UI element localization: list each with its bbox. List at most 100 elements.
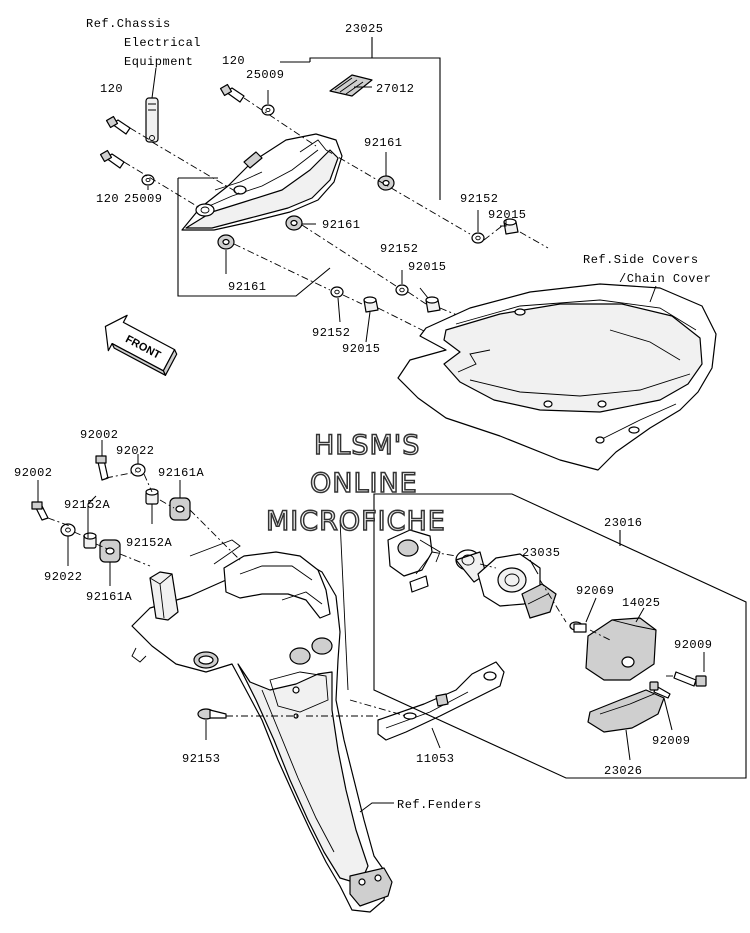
label-92015-b: 92015 <box>408 260 447 274</box>
line-a <box>151 141 241 195</box>
fender-group <box>31 440 505 913</box>
front-arrow: FRONT <box>104 314 178 376</box>
label-92153: 92153 <box>182 752 221 766</box>
washer-25009-upper[interactable] <box>261 104 275 116</box>
washer-92022-a[interactable] <box>130 463 146 477</box>
collar-92152-c[interactable] <box>330 286 344 298</box>
tail-cover-23025[interactable] <box>181 133 343 231</box>
label-11053: 11053 <box>416 752 455 766</box>
connector-plug[interactable] <box>145 97 159 143</box>
leader-fenders <box>359 802 394 813</box>
clip-piece[interactable] <box>521 583 557 619</box>
label-120-mid: 120 <box>100 82 123 96</box>
ref-fenders: Ref.Fenders <box>397 798 482 812</box>
watermark-line-1: HLSM'S <box>314 430 420 461</box>
leader-92152Aa <box>87 495 97 538</box>
bracket-line-b <box>339 519 349 691</box>
leader-92015c <box>365 311 371 343</box>
socket-housing[interactable] <box>387 529 441 593</box>
watermark: HLSM'S ONLINE MICROFICHE <box>265 429 445 538</box>
label-92022-b: 92022 <box>44 570 83 584</box>
label-92161A-b: 92161A <box>86 590 133 604</box>
ref-side-covers-line-2: /Chain Cover <box>619 272 711 286</box>
nut-92015-a[interactable] <box>503 218 519 235</box>
screw-92002-b[interactable] <box>31 501 49 521</box>
label-92015-c: 92015 <box>342 342 381 356</box>
label-25009-upper: 25009 <box>246 68 285 82</box>
label-92022-a: 92022 <box>116 444 155 458</box>
label-23026: 23026 <box>604 764 643 778</box>
line-e <box>325 149 549 249</box>
line-i <box>105 471 241 561</box>
bracket-23016 <box>373 493 747 779</box>
ref-side-covers-line-1: Ref.Side Covers <box>583 253 699 267</box>
label-92002-b: 92002 <box>14 466 53 480</box>
leader-side-covers <box>649 285 657 303</box>
bolt-120-upper[interactable] <box>219 83 245 103</box>
leader-23035 <box>529 559 539 575</box>
leader-92015a <box>500 220 507 227</box>
label-92152A-a: 92152A <box>64 498 111 512</box>
rear-fender <box>131 551 393 913</box>
leader-11053 <box>431 727 441 749</box>
label-92161-c: 92161 <box>228 280 267 294</box>
label-92161-b: 92161 <box>322 218 361 232</box>
label-92069: 92069 <box>576 584 615 598</box>
license-bracket-11053[interactable] <box>377 661 505 741</box>
label-23025: 23025 <box>345 22 384 36</box>
washer-25009-low[interactable] <box>141 174 155 186</box>
label-92161A-a: 92161A <box>158 466 205 480</box>
leader-92152c <box>337 297 341 323</box>
label-92009-a: 92009 <box>674 638 713 652</box>
leader-23026 <box>625 729 631 761</box>
ref-chassis-line-2: Electrical <box>124 36 201 50</box>
collar-92152-b[interactable] <box>395 284 409 296</box>
grommet-92161-c[interactable] <box>217 234 235 250</box>
side-cover-reference <box>397 283 717 471</box>
line-h <box>47 517 151 567</box>
screw-92009-b[interactable] <box>649 681 671 699</box>
screw-92009-a[interactable] <box>673 671 707 687</box>
label-23016: 23016 <box>604 516 643 530</box>
line-f <box>301 224 475 323</box>
washer-92022-b[interactable] <box>60 523 76 537</box>
ref-chassis-line-1: Ref.Chassis <box>86 17 171 31</box>
label-14025: 14025 <box>622 596 661 610</box>
ref-chassis-line-3: Equipment <box>124 55 193 69</box>
bracket-92161-lower <box>177 178 331 297</box>
bracket-23025 <box>280 37 441 200</box>
bolt-120-mid[interactable] <box>105 115 131 135</box>
bolt-92153[interactable] <box>197 708 227 720</box>
line-g <box>233 243 431 335</box>
grommet-92161A-b[interactable] <box>99 539 121 563</box>
nut-92015-c[interactable] <box>363 296 379 313</box>
grommet-92161-b[interactable] <box>285 215 303 231</box>
label-92015-a: 92015 <box>488 208 527 222</box>
lens-14025[interactable] <box>585 617 657 681</box>
line-b <box>129 127 151 141</box>
collar-92152A-b[interactable] <box>83 532 97 549</box>
license-light-group <box>373 493 747 779</box>
label-92009-b: 92009 <box>652 734 691 748</box>
collar-92152-a[interactable] <box>471 232 485 244</box>
watermark-line-2: ONLINE <box>310 468 418 499</box>
screw-92002-a[interactable] <box>95 455 109 481</box>
label-120-low: 120 <box>96 192 119 206</box>
bracket-line-a <box>189 539 241 565</box>
label-92161-a: 92161 <box>364 136 403 150</box>
bolt-120-low[interactable] <box>99 149 125 169</box>
leader-14025 <box>635 607 645 623</box>
leader-92069 <box>585 597 597 623</box>
decal-27012[interactable] <box>329 74 373 97</box>
label-120-upper: 120 <box>222 54 245 68</box>
tail-cover-group <box>99 37 549 343</box>
grommet-92161A-a[interactable] <box>169 497 191 521</box>
cover-23026[interactable] <box>587 689 665 733</box>
label-92152-a: 92152 <box>460 192 499 206</box>
label-25009-low: 25009 <box>124 192 163 206</box>
bulb-92069[interactable] <box>569 621 587 633</box>
leader-92015b <box>419 287 429 299</box>
label-92152-c: 92152 <box>312 326 351 340</box>
nut-92015-b[interactable] <box>425 296 441 313</box>
